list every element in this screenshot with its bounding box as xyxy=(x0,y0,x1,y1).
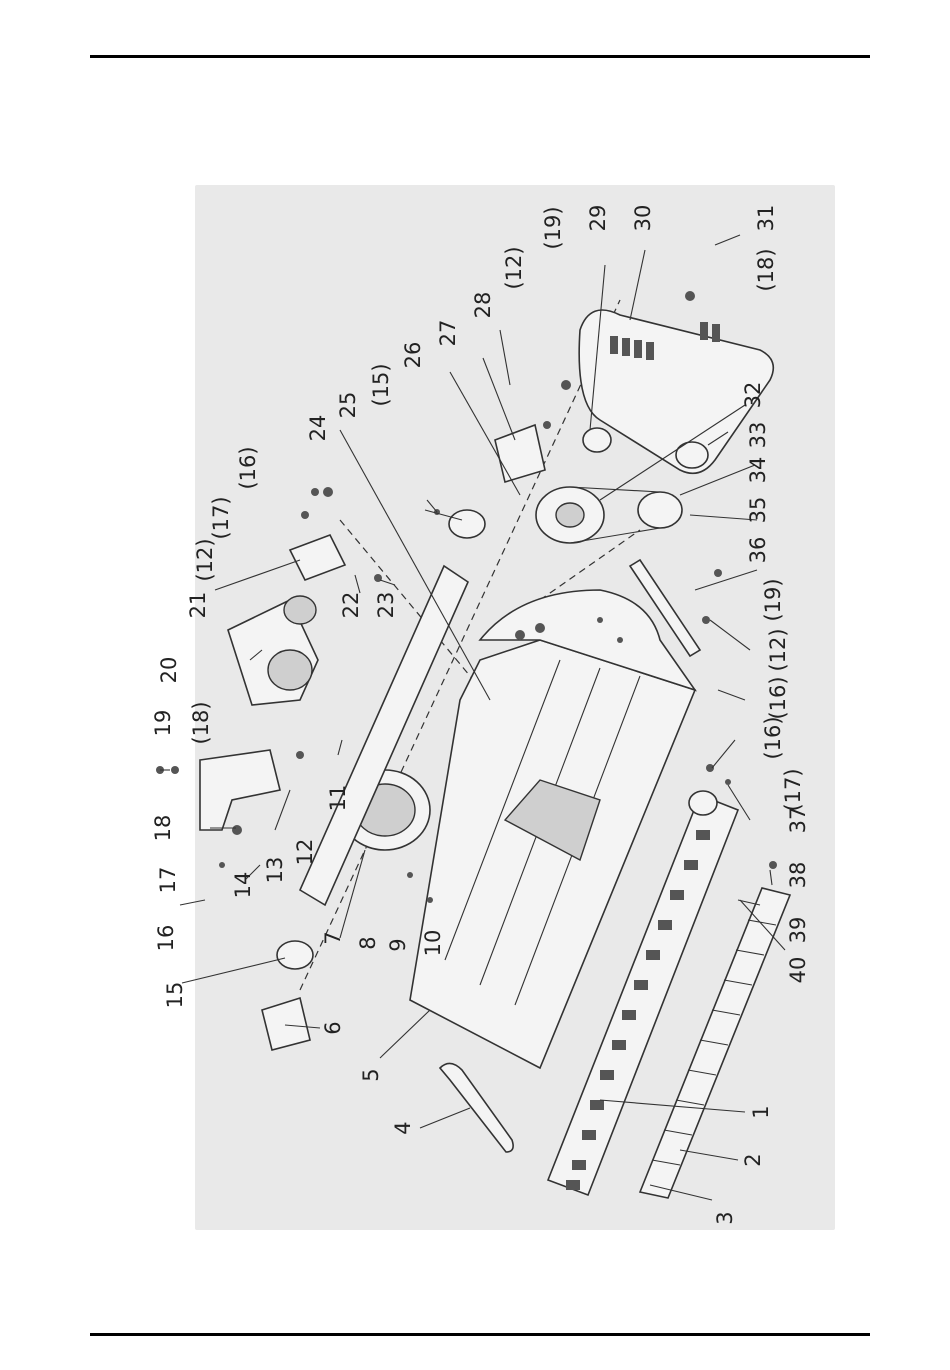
callout-24: 24 xyxy=(306,415,330,442)
flange-part xyxy=(290,535,345,580)
side-skid-part xyxy=(440,1063,513,1152)
callout-4: 4 xyxy=(391,1121,415,1134)
footer-rule xyxy=(90,1333,870,1336)
idler-bearing-part xyxy=(583,428,611,452)
gearbox-bracket-part xyxy=(200,750,280,830)
callout-ref-16-a: (16) xyxy=(236,446,260,489)
callout-27: 27 xyxy=(436,320,460,347)
callout-ref-12-a: (12) xyxy=(502,246,526,289)
callout-7: 7 xyxy=(321,931,345,944)
callout-ref-19-a: (19) xyxy=(541,206,565,249)
callout-35: 35 xyxy=(746,497,770,524)
callout-39: 39 xyxy=(786,917,810,944)
callout-31: 31 xyxy=(754,205,778,232)
callout-6: 6 xyxy=(321,1021,345,1034)
bearing-plate-right-part xyxy=(495,425,545,482)
callout-10: 10 xyxy=(421,930,445,957)
callout-22: 22 xyxy=(339,592,363,619)
callout-16: 16 xyxy=(154,925,178,952)
callout-8: 8 xyxy=(356,936,380,949)
callout-12: 12 xyxy=(293,839,317,866)
callout-1: 1 xyxy=(749,1105,773,1118)
callout-13: 13 xyxy=(263,857,287,884)
callout-25: 25 xyxy=(336,392,360,419)
callout-9: 9 xyxy=(386,938,410,951)
callout-21: 21 xyxy=(186,592,210,619)
callout-40: 40 xyxy=(786,957,810,984)
callout-18: 18 xyxy=(151,815,175,842)
idler-bearing-part xyxy=(676,442,708,468)
gearbox-part xyxy=(228,596,318,705)
rotor-end-flange-part xyxy=(689,791,717,815)
callout-30: 30 xyxy=(631,205,655,232)
pulley-part xyxy=(536,487,682,543)
bearing-plate-part xyxy=(262,998,310,1050)
callout-32: 32 xyxy=(741,382,765,409)
callout-33: 33 xyxy=(746,422,770,449)
callout-2: 2 xyxy=(741,1153,765,1166)
callout-ref-12-c: (12) xyxy=(766,628,790,671)
callout-11: 11 xyxy=(326,785,350,812)
callout-ref-16-b: (16) xyxy=(766,676,790,719)
callout-20: 20 xyxy=(157,657,181,684)
callout-26: 26 xyxy=(401,342,425,369)
callout-ref-16-c: (16) xyxy=(761,716,785,759)
callout-ref-18-b: (18) xyxy=(754,248,778,291)
callout-ref-19-b: (19) xyxy=(761,578,785,621)
callout-29: 29 xyxy=(586,205,610,232)
callout-23: 23 xyxy=(374,592,398,619)
callout-3: 3 xyxy=(713,1211,737,1224)
callout-ref-17-b: (17) xyxy=(781,768,805,811)
callout-ref-18-a: (18) xyxy=(189,701,213,744)
callout-ref-17-a: (17) xyxy=(209,496,233,539)
callout-38: 38 xyxy=(786,862,810,889)
callout-19: 19 xyxy=(151,710,175,737)
callout-5: 5 xyxy=(359,1068,383,1081)
callout-14: 14 xyxy=(231,872,255,899)
callout-34: 34 xyxy=(746,457,770,484)
callout-28: 28 xyxy=(471,292,495,319)
callout-36: 36 xyxy=(746,537,770,564)
callout-17: 17 xyxy=(156,867,180,894)
callout-ref-12-b: (12) xyxy=(193,538,217,581)
callout-15: 15 xyxy=(163,982,187,1009)
callout-ref-15-a: (15) xyxy=(369,363,393,406)
